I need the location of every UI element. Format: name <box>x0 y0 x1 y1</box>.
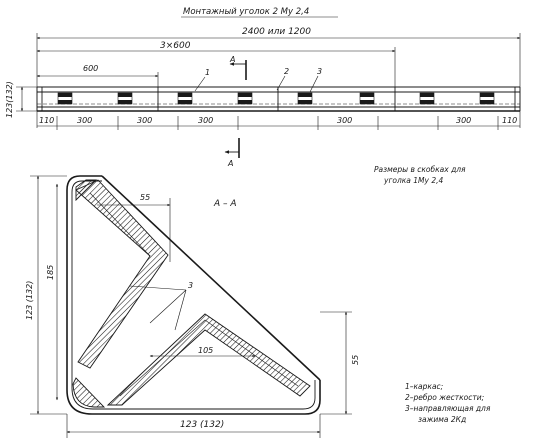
dim-span: 3×600 <box>160 41 191 51</box>
legend: 1–каркас; 2–ребро жесткости; 3–направляю… <box>405 382 491 424</box>
section-label: А – А <box>213 199 237 209</box>
dim-185: 185 <box>46 265 55 280</box>
legend-item-3b: зажима 2Кд <box>418 415 466 424</box>
callout-2: 2 <box>284 67 289 76</box>
dim-width-section: 123 (132) <box>180 420 224 430</box>
dim-105: 105 <box>198 346 213 355</box>
dim-55-right: 55 <box>351 355 360 365</box>
callout-1: 1 <box>205 68 210 77</box>
dim-bottom-4: 300 <box>198 116 213 125</box>
dim-bottom-7: 110 <box>502 116 517 125</box>
drawing-title: Монтажный уголок 2 Му 2,4 <box>183 7 309 17</box>
dim-overall: 2400 или 1200 <box>242 27 311 37</box>
dim-bottom-6: 300 <box>456 116 471 125</box>
section-view: А – А 3 55 105 55 185 <box>25 175 360 438</box>
section-mark-bottom: А <box>227 159 233 168</box>
dim-bottom-3: 300 <box>137 116 152 125</box>
dim-pitch: 600 <box>83 64 98 73</box>
dim-height-section: 123 (132) <box>25 281 34 320</box>
note-sizes-line1: Размеры в скобках для <box>374 165 466 174</box>
dim-55-top: 55 <box>140 193 150 202</box>
dim-height-top: 123(132) <box>5 81 14 118</box>
legend-item-2: 2–ребро жесткости; <box>405 393 484 402</box>
top-view: 2400 или 1200 3×600 600 <box>5 27 521 168</box>
dim-bottom-2: 300 <box>77 116 92 125</box>
clamp-blocks <box>57 92 495 105</box>
section-mark-top: А <box>229 55 235 64</box>
legend-item-3: 3–направляющая для <box>405 404 491 413</box>
dim-bottom-1: 110 <box>39 116 54 125</box>
section-callout-3: 3 <box>188 281 193 290</box>
legend-item-1: 1–каркас; <box>405 382 443 391</box>
callout-3: 3 <box>317 67 322 76</box>
note-sizes-line2: уголка 1Му 2,4 <box>383 176 443 185</box>
dim-bottom-5: 300 <box>337 116 352 125</box>
